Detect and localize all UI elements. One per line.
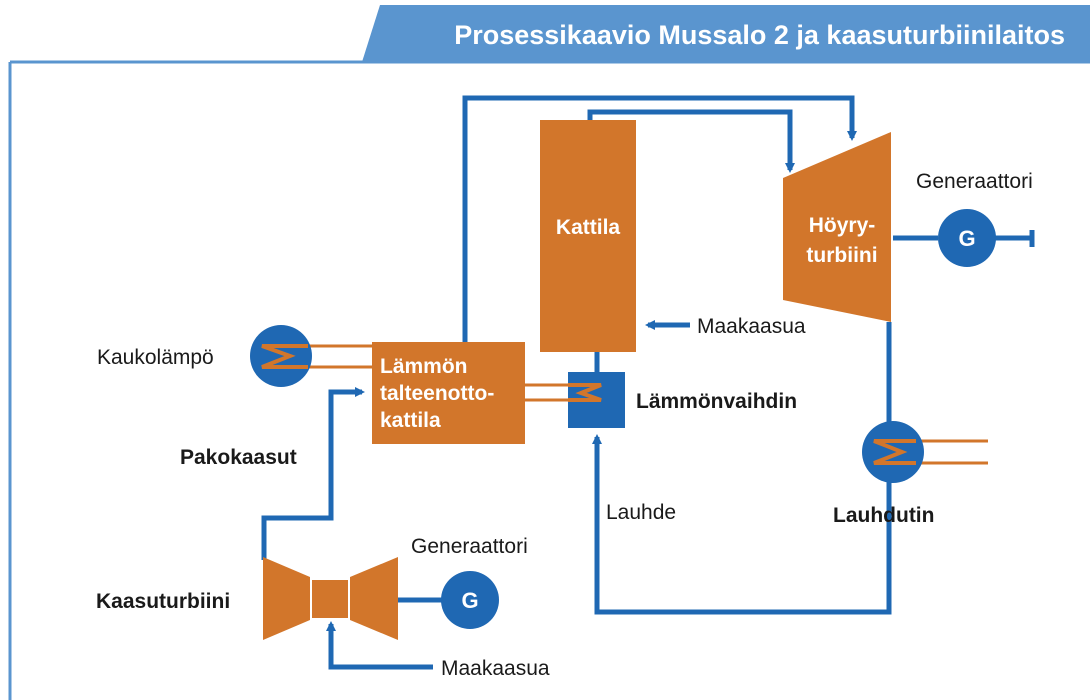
flow-hrsg-to-turbine — [462, 95, 857, 342]
flow-condensate-return — [592, 434, 892, 615]
page-title: Prosessikaavio Mussalo 2 ja kaasuturbiin… — [454, 20, 1065, 50]
generator-st-label: Generaattori — [916, 170, 1033, 193]
generator-gt-label: Generaattori — [411, 535, 528, 558]
hrsg-label-2: talteenotto- — [380, 382, 494, 405]
heat-exchanger-coil — [568, 383, 602, 402]
exhaust-gases-label: Pakokaasut — [180, 446, 297, 469]
flow-exhaust-to-hrsg — [261, 387, 365, 560]
condenser-coil — [873, 439, 916, 465]
condenser — [862, 421, 924, 483]
district-heating-exchanger — [250, 325, 312, 387]
gas-turbine-expander — [350, 557, 398, 640]
generator-output-terminal — [995, 230, 1035, 247]
title-band — [362, 5, 1090, 62]
hrsg-label-3: kattila — [380, 409, 441, 432]
district-heating-coil — [261, 344, 308, 369]
steam-turbine-label-1: Höyry- — [809, 214, 876, 237]
steam-turbine — [783, 132, 891, 322]
gas-turbine-label: Kaasuturbiini — [96, 590, 230, 613]
hrsg-label-1: Lämmön — [380, 355, 468, 378]
natural-gas-gt-label: Maakaasua — [441, 657, 550, 680]
generator-gt-symbol: G — [461, 588, 478, 613]
gas-turbine-combustor — [312, 580, 348, 618]
generator-st — [938, 209, 996, 267]
generator-gt — [441, 571, 499, 629]
district-heating-label: Kaukolämpö — [97, 346, 214, 369]
flow-boiler-to-turbine — [587, 109, 795, 173]
gas-turbine-compressor — [263, 557, 310, 640]
natural-gas-boiler-label: Maakaasua — [697, 315, 806, 338]
condensate-label: Lauhde — [606, 501, 676, 524]
boiler — [540, 120, 636, 352]
condenser-label: Lauhdutin — [833, 504, 934, 527]
boiler-label: Kattila — [556, 216, 621, 239]
heat-recovery-boiler — [372, 342, 525, 444]
heat-exchanger-label: Lämmönvaihdin — [636, 390, 797, 413]
flow-gas-to-gt — [326, 621, 433, 670]
generator-st-symbol: G — [958, 226, 975, 251]
steam-turbine-label-2: turbiini — [806, 244, 877, 267]
